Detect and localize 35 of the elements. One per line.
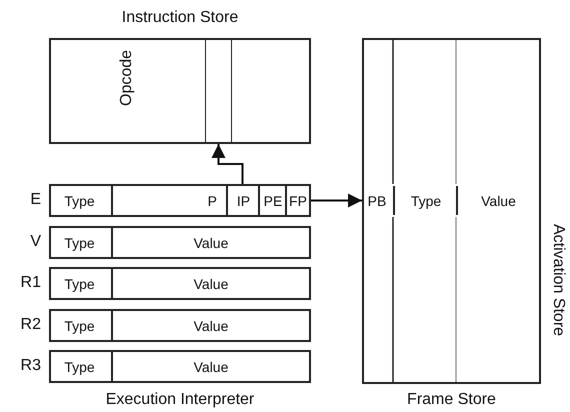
field-label: Opcode bbox=[119, 50, 135, 106]
cell-label: Value bbox=[194, 234, 228, 250]
register-name: E bbox=[30, 192, 41, 208]
register-name: R3 bbox=[20, 358, 41, 374]
cell-label: Value bbox=[194, 318, 228, 334]
register-name: V bbox=[30, 234, 41, 250]
register-row bbox=[49, 226, 311, 259]
field-label: FP bbox=[289, 192, 307, 208]
cell-label: Type bbox=[64, 276, 95, 292]
arrow bbox=[212, 144, 244, 184]
register-row bbox=[49, 267, 311, 300]
register-name: R1 bbox=[20, 275, 41, 291]
register-row bbox=[49, 350, 311, 383]
store-heading: Frame Store bbox=[407, 392, 496, 408]
register-row bbox=[49, 184, 311, 217]
store-heading: Instruction Store bbox=[122, 10, 238, 26]
cell-label: Type bbox=[410, 192, 442, 208]
section-label: Execution Interpreter bbox=[106, 392, 254, 408]
cell-label: Value bbox=[194, 358, 228, 374]
cell-label: Type bbox=[64, 234, 95, 250]
field-label: IP bbox=[236, 192, 250, 208]
register-cell bbox=[285, 186, 309, 215]
field-label: Type bbox=[64, 192, 95, 208]
cell-label: Type bbox=[64, 318, 95, 334]
cell-label: Value bbox=[194, 276, 228, 292]
register-name: R2 bbox=[20, 317, 41, 333]
cell-label: Value bbox=[481, 192, 516, 208]
arrow bbox=[311, 194, 362, 208]
field-label: P bbox=[208, 192, 217, 208]
store-column bbox=[205, 38, 232, 144]
rotated-label: Activation Store bbox=[550, 224, 566, 336]
field-label: PE bbox=[264, 192, 282, 208]
cell-label: Type bbox=[64, 358, 95, 374]
register-row bbox=[49, 309, 311, 342]
cell-label: PB bbox=[368, 192, 386, 208]
